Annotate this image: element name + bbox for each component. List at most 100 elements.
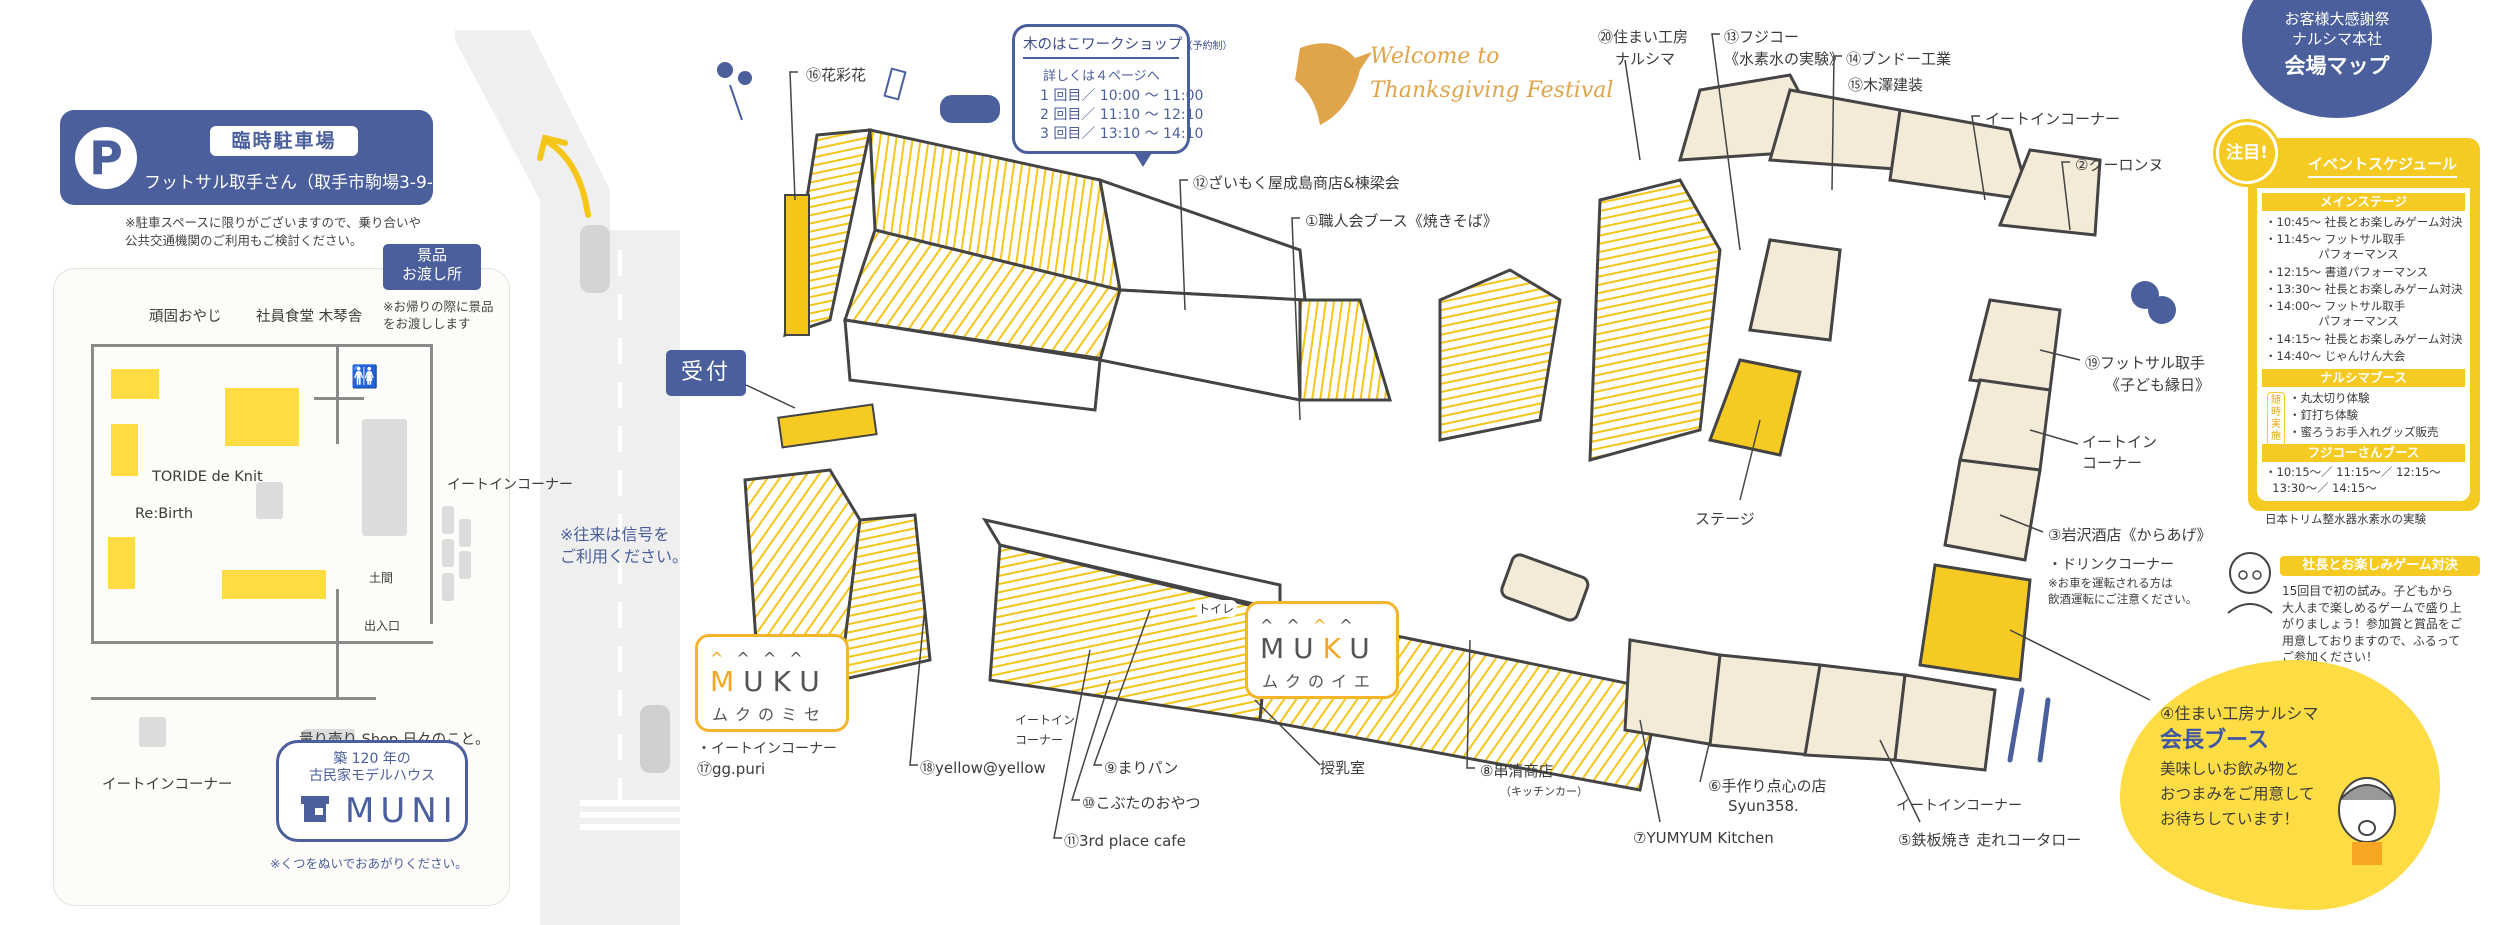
muku-house-badge: ^^^^ MUKU ムクのイエ [1245,601,1399,699]
label-stage: ステージ [1695,510,1755,528]
label-muku-shop-eat-in: ・イートインコーナー [697,741,837,757]
parking-title: 臨時駐車場 [210,126,358,156]
bird-icon [1295,43,1372,125]
booth-12[interactable]: ⑫ざいもく屋成島商店&棟梁会 [1193,174,1400,192]
reception-badge: 受付 [666,350,746,396]
fork-icon [2007,687,2025,763]
chairman-portrait-icon [2338,777,2396,865]
label-entrance: 出入口 [364,619,401,633]
welcome-line1: Welcome to [1370,44,1500,69]
label-doma: 土間 [369,571,394,585]
booth-3[interactable]: ③岩沢酒店《からあげ》 [2048,526,2212,544]
kaicho-booth-message: 美味しいお飲み物と おつまみをご用意して お待ちしています！ [2160,760,2315,828]
booth-11[interactable]: ⑪3rd place cafe [1064,832,1186,850]
narushima-booth-heading: ナルシマブース [2262,369,2465,387]
kitchen-car [1500,553,1590,622]
ceo-game-description: 15回目で初の試み。子どもから 大人まで楽しめるゲームで盛り上 がりましょう！参… [2282,584,2463,664]
schedule-item: ・13:30～ 社長とお楽しみゲーム対決 [2265,282,2463,296]
workshop-title: 木のはこワークショップ（予約制） [1023,37,1233,53]
main-stage-heading: メインステージ [2262,193,2465,211]
building-muku-house [743,468,1662,792]
fujiko-booth-heading: フジコーさんブース [2262,444,2465,462]
muni-badge: 築 120 年の 古民家モデルハウス MUNI [276,740,468,842]
house-icon [301,796,329,822]
label-shokudo: 社員食堂 木琴舎 [256,309,363,325]
booth-16[interactable]: ⑯花彩花 [806,66,867,84]
booth-19-line1[interactable]: ⑲フットサル取手 [2085,354,2206,372]
label-drink-corner: ・ドリンクコーナー [2048,557,2174,573]
muni-shoes-note: ※くつをぬいでおあがりください。 [270,856,468,871]
schedule-item: ・12:15～ 書道パフォーマンス [2265,265,2429,279]
spoon-icon [2037,697,2051,763]
parking-icon: P [75,127,137,189]
booth-5[interactable]: ⑤鉄板焼き 走れコータロー [1898,831,2082,849]
schedule-item: ・釘打ち体験 [2289,408,2358,422]
workshop-bubble: 木のはこワークショップ（予約制） 詳しくは４ページへ 1 回目／ 10:00 ～… [1012,24,1233,167]
parking-address: フットサル取手さん（取手市駒場3-9-11） [144,173,472,193]
booth-13-line1[interactable]: ⑬フジコー [1724,28,1800,46]
label-nursing-room: 授乳室 [1320,759,1366,777]
label-toride-knit: TORIDE de Knit [152,469,263,485]
booth-13-line2[interactable]: 《水素水の実験》 [1724,50,1845,68]
flower-icon [717,62,752,121]
title-line2: ナルシマ本社 [2291,30,2382,48]
booth-14[interactable]: ⑭ブンドー工業 [1846,50,1952,68]
label-eat-in-bottom: イートインコーナー [102,777,233,793]
booth-15[interactable]: ⑮木澤建装 [1848,76,1924,94]
schedule-item: ・10:15～／ 11:15～／ 12:15～ [2265,465,2441,479]
tent-kaicho [1918,563,2032,682]
booth-9[interactable]: ⑨まりパン [1104,759,1179,777]
booth-20-line2[interactable]: ナルシマ [1615,50,1676,68]
stall-hanaikka [784,194,810,336]
booth-8[interactable]: ⑧串清商店 [1480,762,1554,780]
event-schedule-card: イベントスケジュール メインステージ ・10:45～ 社長とお楽しみゲーム対決 … [2248,138,2480,511]
reception-desk [777,403,878,449]
muku-house-kana: ムクのイエ [1262,672,1377,691]
booth-19-line2[interactable]: 《子ども縁日》 [2105,376,2211,394]
car-icon [580,225,610,293]
title-line1: お客様大感謝祭 [2284,10,2390,28]
booth-6-line1[interactable]: ⑥手作り点心の店 [1708,777,1827,795]
label-eat-in-top: イートインコーナー [1985,110,2121,128]
muni-line1: 築 120 年の [333,751,411,767]
yoyo-balloon-icon [2148,296,2176,324]
schedule-item: ・10:45～ 社長とお楽しみゲーム対決 [2265,215,2463,229]
workshop-session: 2 回目／ 11:10 ～ 12:10 [1040,107,1204,123]
welcome-line2: Thanksgiving Festival [1370,78,1614,103]
schedule-item: 日本トリム整水器水素水の実験 [2265,512,2426,526]
crosswalk [580,800,680,830]
workshop-session: 1 回目／ 10:00 ～ 11:00 [1040,88,1204,104]
label-rebirth: Re:Birth [135,506,194,522]
schedule-item: ・11:45～ フットサル取手 パフォーマンス [2265,232,2406,261]
road [455,30,680,925]
label-ganko-oyaji: 頑固おやじ [149,309,222,325]
schedule-item: ・丸太切り体験 [2289,391,2370,405]
toilet-icon: 🚻 [351,365,379,390]
parking-card: P 臨時駐車場 フットサル取手さん（取手市駒場3-9-11） [60,110,472,205]
booth-20-line1[interactable]: ⑳住まい工房 [1598,28,1689,46]
schedule-item: ・蜜ろうお手入れグッズ販売 [2289,425,2439,439]
muku-shop-badge: ^^^^ MUKU ムクのミセ [695,634,849,732]
schedule-item: ・14:15～ 社長とお楽しみゲーム対決 [2265,332,2463,346]
booth-7[interactable]: ⑦YUMYUM Kitchen [1633,829,1774,847]
stage-platform [1707,358,1802,457]
schedule-item: ・14:00～ フットサル取手 パフォーマンス [2265,299,2406,328]
booth-18[interactable]: ⑱yellow@yellow [920,759,1046,777]
road-signal-note: ※往来は信号を ご利用ください。 [560,525,689,566]
car-icon [640,705,670,773]
prize-counter-badge: 景品 お渡し所 [383,244,481,290]
booth-17[interactable]: ⑰gg.puri [697,760,766,778]
log-saw-icon [883,67,1000,123]
label-toilet: トイレ [1195,600,1238,617]
ceo-game-heading: 社長とお楽しみゲーム対決 [2280,556,2480,576]
muku-shop-logo: MUKU [710,665,829,698]
booth-2[interactable]: ②クーロンヌ [2075,156,2164,174]
booth-1[interactable]: ①職人会ブース《焼きそば》 [1305,212,1498,230]
label-eat-in-right: イートインコーナー [447,477,573,493]
kaicho-booth-callout [2120,660,2440,910]
parking-note: ※駐車スペースに限りがございますので、乗り合いや 公共交通機関のご利用もご検討く… [125,215,421,248]
schedule-item: ・14:40～ じゃんけん大会 [2265,349,2406,363]
booth-10[interactable]: ⑩こぶたのおやつ [1082,794,1201,812]
booth-6-line2[interactable]: Syun358. [1728,797,1799,815]
